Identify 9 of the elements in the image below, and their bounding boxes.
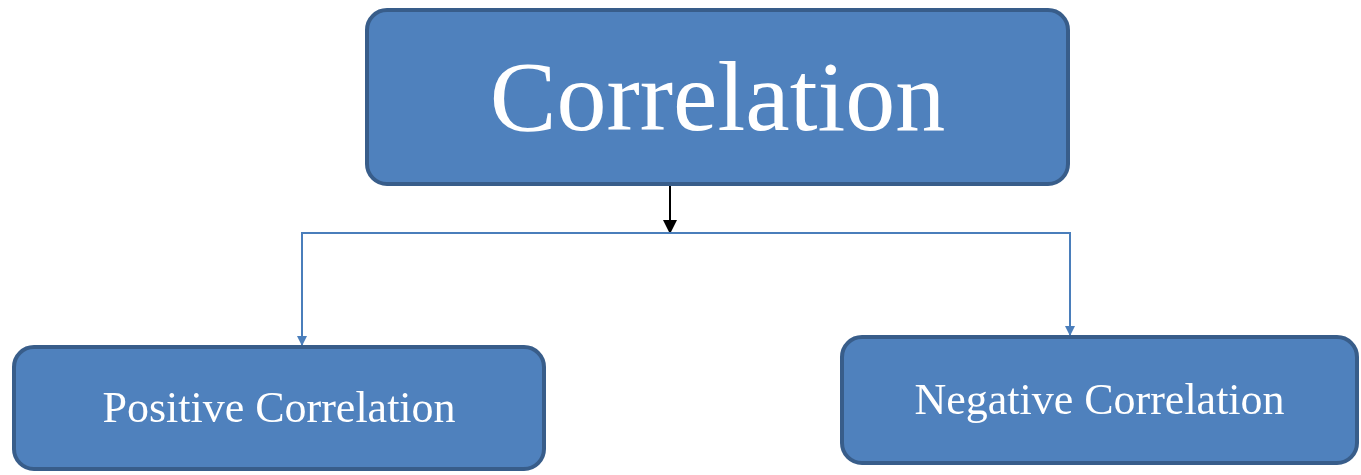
arrow xyxy=(297,232,671,346)
arrow xyxy=(669,232,1075,336)
process-box xyxy=(840,335,1359,465)
process-box xyxy=(12,345,546,471)
box-label: Correlation xyxy=(489,47,946,147)
arrow xyxy=(663,185,677,234)
box-label: Negative Correlation xyxy=(914,378,1285,422)
box-label: Positive Correlation xyxy=(102,386,456,430)
process-box xyxy=(365,8,1070,186)
